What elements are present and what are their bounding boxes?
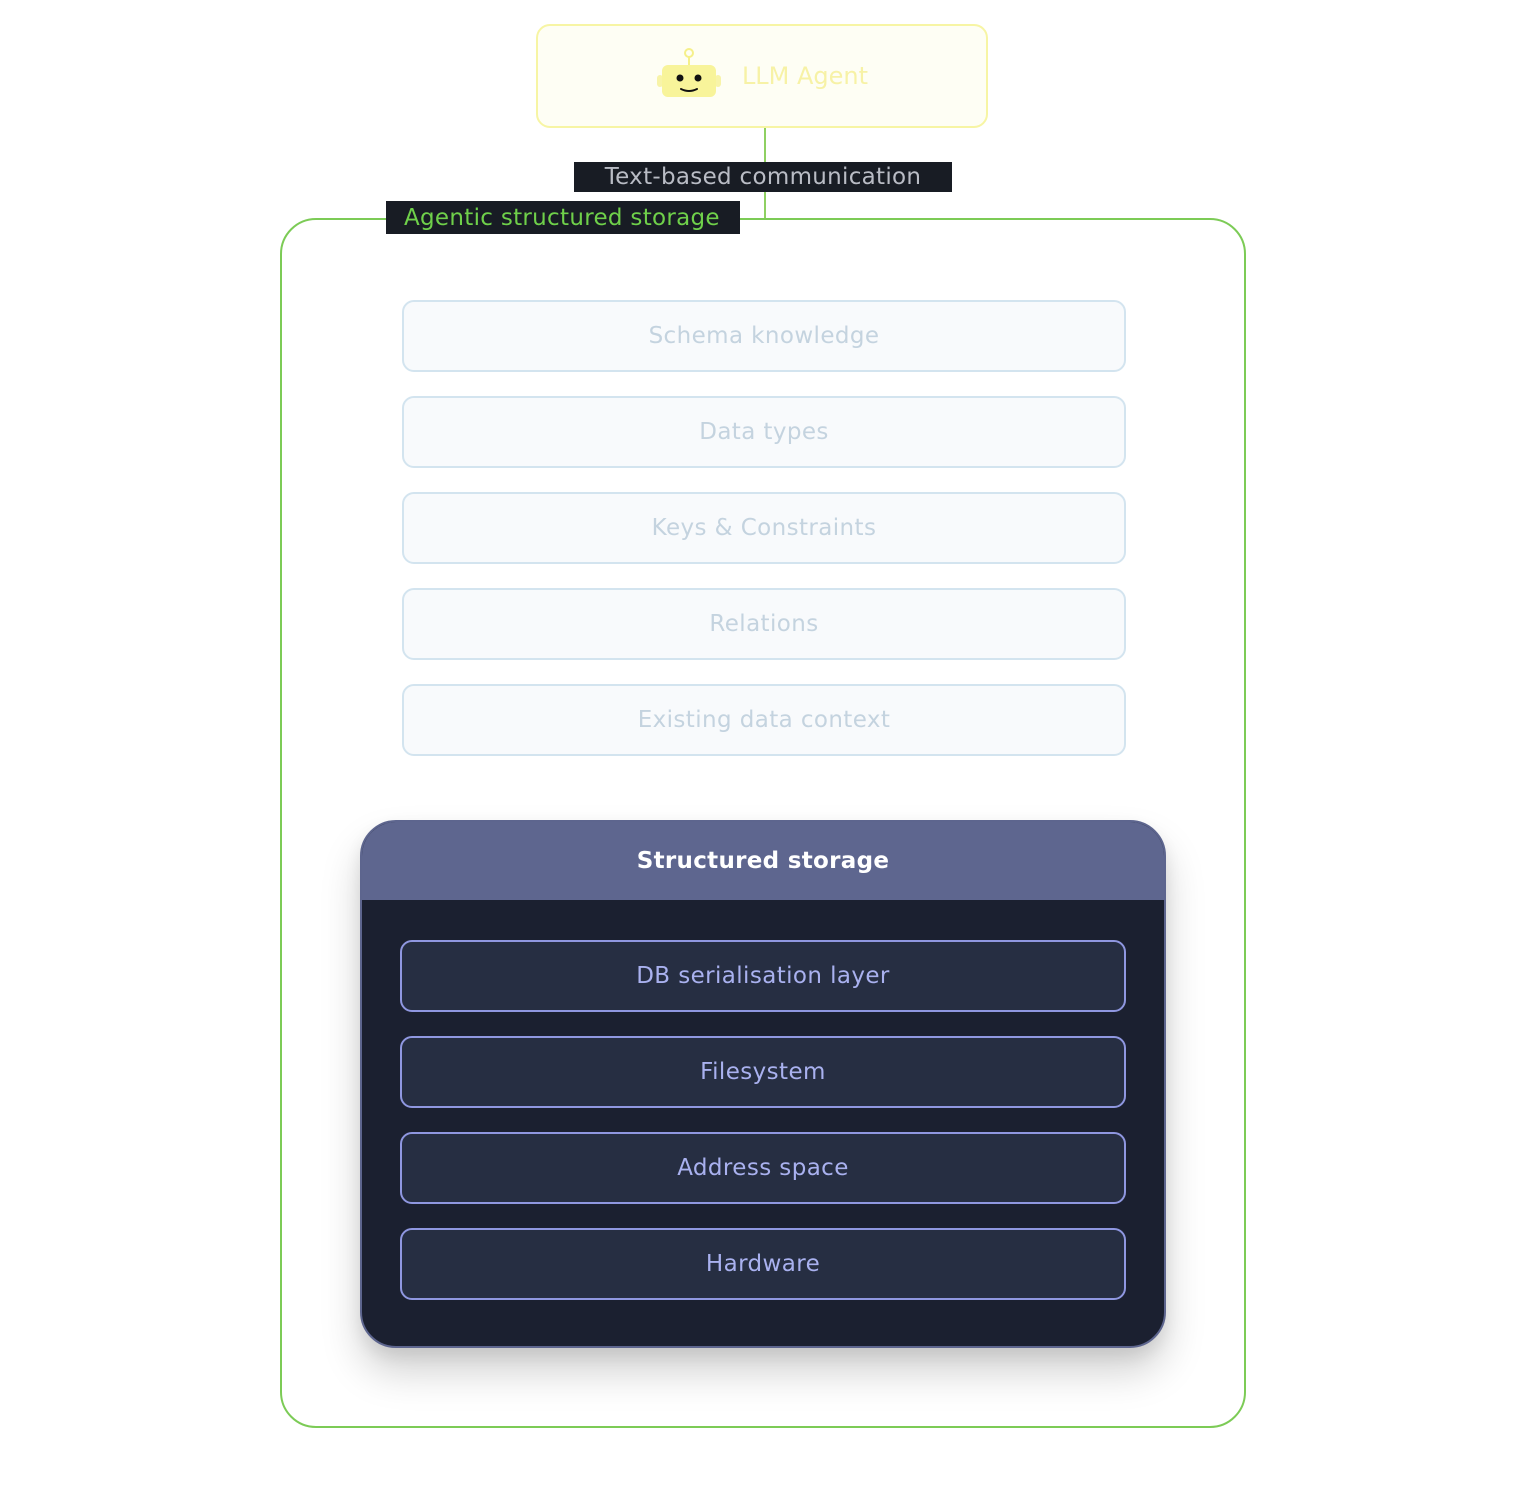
robot-icon <box>656 45 722 103</box>
llm-agent-node: LLM Agent <box>536 24 988 128</box>
structured-storage-panel: Structured storage DB serialisation laye… <box>360 820 1166 1348</box>
agent-label: LLM Agent <box>741 62 869 90</box>
layer-relations: Relations <box>402 588 1126 660</box>
layer-schema-knowledge: Schema knowledge <box>402 300 1126 372</box>
layer-data-types: Data types <box>402 396 1126 468</box>
structured-storage-title: Structured storage <box>362 822 1164 900</box>
container-label: Agentic structured storage <box>386 201 740 234</box>
layer-db-serialisation: DB serialisation layer <box>400 940 1126 1012</box>
communication-label: Text-based communication <box>574 162 952 192</box>
layer-address-space: Address space <box>400 1132 1126 1204</box>
layer-hardware: Hardware <box>400 1228 1126 1300</box>
layer-existing-data-context: Existing data context <box>402 684 1126 756</box>
layer-keys-constraints: Keys & Constraints <box>402 492 1126 564</box>
layer-filesystem: Filesystem <box>400 1036 1126 1108</box>
